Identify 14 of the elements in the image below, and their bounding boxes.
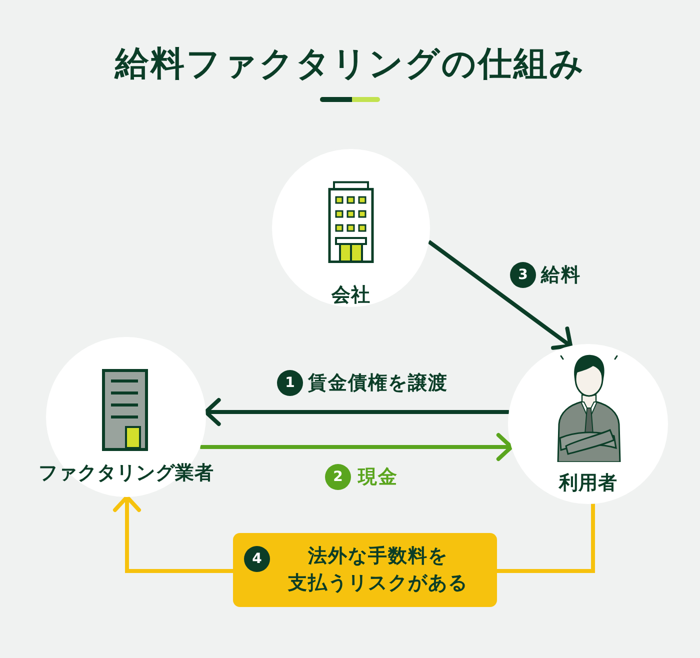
edge-label: 現金 (358, 465, 398, 490)
callout-number: 4 (244, 546, 270, 572)
title: 給料ファクタリングの仕組み (114, 43, 586, 86)
node-label: 会社 (332, 283, 370, 308)
callout-number: 3 (510, 262, 536, 288)
arrow (204, 398, 509, 426)
arrow (428, 240, 573, 350)
callout-number: 2 (325, 464, 351, 490)
edge-label: 給料 (541, 263, 581, 288)
edge-label: 賃金債権を譲渡 (308, 371, 448, 396)
callout-number: 1 (277, 370, 303, 396)
node-label: 利用者 (558, 471, 618, 496)
node-label: ファクタリング業者 (38, 461, 214, 486)
arrow (200, 433, 514, 461)
